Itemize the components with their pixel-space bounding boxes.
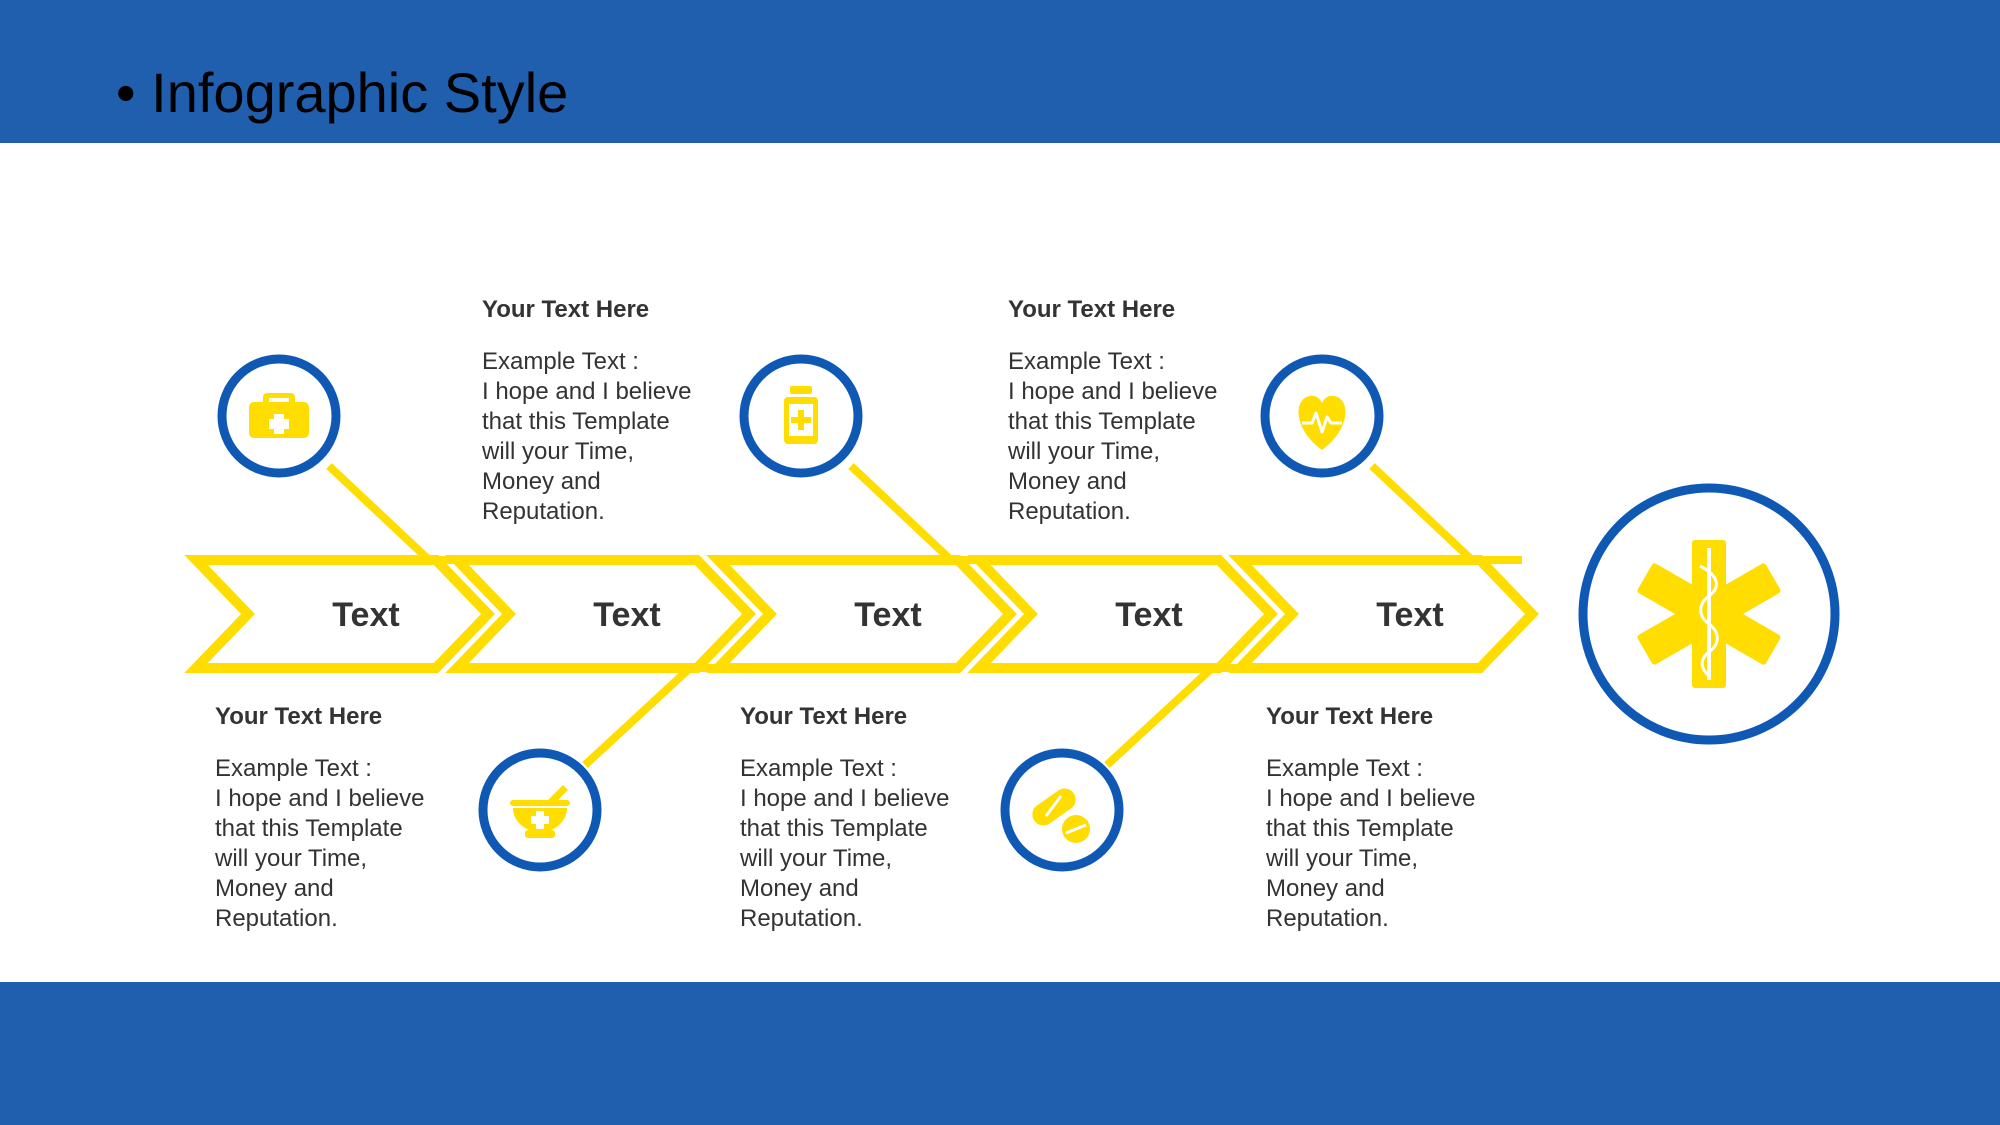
step-1-heading: Your Text Here xyxy=(215,703,383,730)
body-line: Money and xyxy=(215,875,334,902)
body-line: Money and xyxy=(482,468,601,495)
body-line: will your Time, xyxy=(1008,438,1161,465)
body-line: I hope and I believe xyxy=(1008,378,1218,405)
body-line: that this Template xyxy=(1266,815,1454,842)
connector-line-2 xyxy=(582,664,740,768)
body-line: will your Time, xyxy=(482,438,635,465)
connector-line-1 xyxy=(326,463,479,564)
step-5-body: Example Text : I hope and I believe that… xyxy=(1266,754,1506,934)
step-5-icon-circle xyxy=(1260,354,1384,478)
step-2-icon-circle xyxy=(478,748,602,872)
body-line: Example Text : xyxy=(215,755,372,782)
step-4-text-block: Your Text Here Example Text : I hope and… xyxy=(1008,295,1248,527)
step-1-body: Example Text : I hope and I believe that… xyxy=(215,754,455,934)
chevron-step-1 xyxy=(184,555,495,673)
chevron-label-2: Text xyxy=(593,596,660,634)
connector-line-5 xyxy=(1369,463,1522,564)
heart-pulse-icon xyxy=(1298,395,1346,450)
header-band xyxy=(0,0,2000,143)
body-line: will your Time, xyxy=(1266,845,1419,872)
medicine-bottle-icon xyxy=(784,386,818,444)
body-line: Money and xyxy=(1266,875,1385,902)
body-line: Example Text : xyxy=(1008,348,1165,375)
body-line: will your Time, xyxy=(740,845,893,872)
step-4-body: Example Text : I hope and I believe that… xyxy=(1008,347,1248,527)
chevron-label-4: Text xyxy=(1115,596,1182,634)
chevron-step-3 xyxy=(706,555,1017,673)
first-aid-kit-icon xyxy=(249,393,309,438)
chevron-label-3: Text xyxy=(854,596,921,634)
footer-band xyxy=(0,982,2000,1125)
slide-title: • Infographic Style xyxy=(116,61,569,124)
body-line: Money and xyxy=(1008,468,1127,495)
step-1-icon-circle xyxy=(217,354,341,478)
step-3-icon-circle xyxy=(739,354,863,478)
step-3-text-block: Your Text Here Example Text : I hope and… xyxy=(740,702,980,934)
end-icon-circle xyxy=(1578,483,1840,745)
body-line: Reputation. xyxy=(482,498,605,525)
body-line: Reputation. xyxy=(740,905,863,932)
step-2-text-block: Your Text Here Example Text : I hope and… xyxy=(482,295,722,527)
body-line: that this Template xyxy=(1008,408,1196,435)
step-3-body: Example Text : I hope and I believe that… xyxy=(740,754,980,934)
body-line: Example Text : xyxy=(482,348,639,375)
star-of-life-icon xyxy=(1637,540,1781,688)
body-line: Example Text : xyxy=(740,755,897,782)
step-4-heading: Your Text Here xyxy=(1008,296,1176,323)
chevron-step-2 xyxy=(445,555,756,673)
chevron-label-1: Text xyxy=(332,596,399,634)
body-line: Example Text : xyxy=(1266,755,1423,782)
body-line: I hope and I believe xyxy=(1266,785,1476,812)
body-line: Reputation. xyxy=(215,905,338,932)
step-3-heading: Your Text Here xyxy=(740,703,908,730)
chevron-step-4 xyxy=(967,555,1278,673)
step-5-text-block: Your Text Here Example Text : I hope and… xyxy=(1266,702,1506,934)
body-line: I hope and I believe xyxy=(482,378,692,405)
step-2-heading: Your Text Here xyxy=(482,296,650,323)
connector-line-3 xyxy=(848,463,1001,564)
body-line: I hope and I believe xyxy=(740,785,950,812)
mortar-pestle-icon xyxy=(510,785,570,838)
body-line: Money and xyxy=(740,875,859,902)
step-2-body: Example Text : I hope and I believe that… xyxy=(482,347,722,527)
body-line: that this Template xyxy=(215,815,403,842)
chevron-label-5: Text xyxy=(1376,596,1443,634)
connector-line-4 xyxy=(1104,664,1262,768)
chevron-step-5 xyxy=(1228,555,1539,673)
step-1-text-block: Your Text Here Example Text : I hope and… xyxy=(215,702,455,934)
step-4-icon-circle xyxy=(1000,748,1124,872)
body-line: Reputation. xyxy=(1266,905,1389,932)
body-line: will your Time, xyxy=(215,845,368,872)
body-line: Reputation. xyxy=(1008,498,1131,525)
pills-icon xyxy=(1032,788,1090,843)
body-line: that this Template xyxy=(482,408,670,435)
body-line: that this Template xyxy=(740,815,928,842)
body-line: I hope and I believe xyxy=(215,785,425,812)
step-5-heading: Your Text Here xyxy=(1266,703,1434,730)
